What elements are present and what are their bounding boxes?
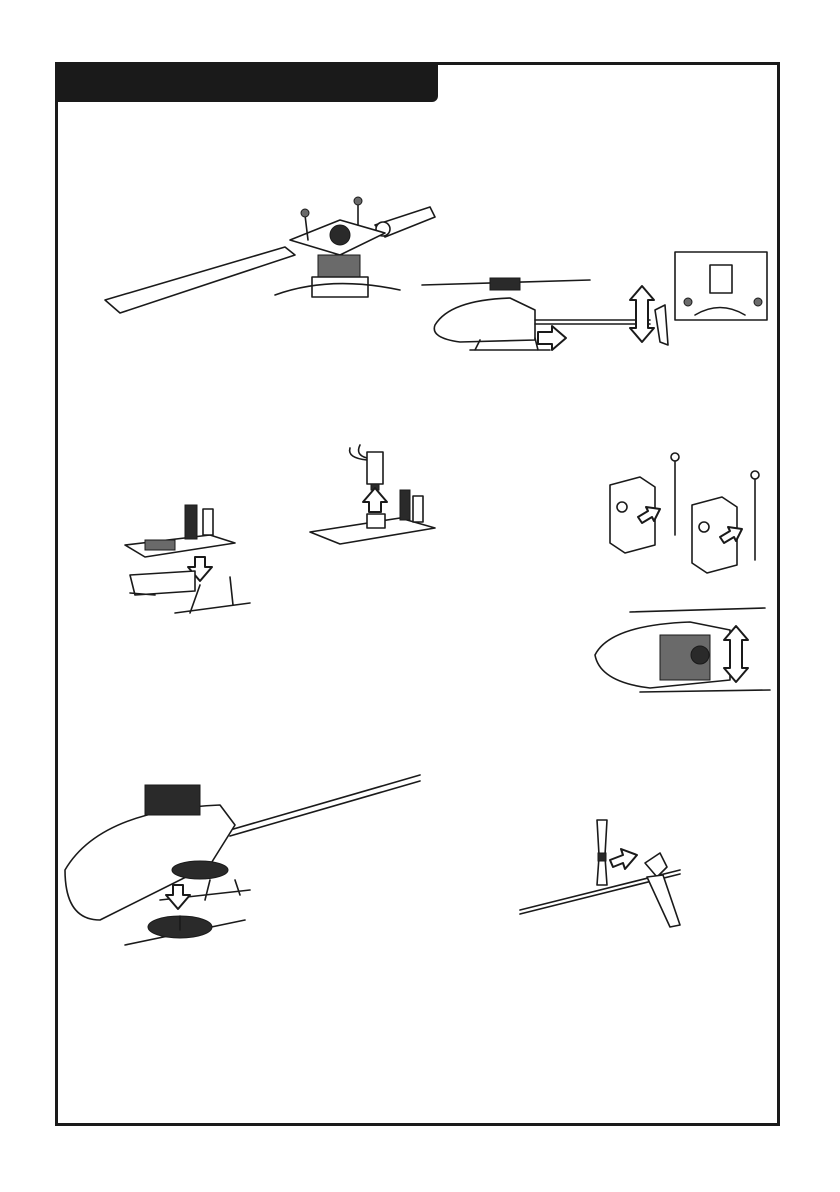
gear-icon xyxy=(172,861,228,879)
figure-tail-rotor xyxy=(515,815,685,930)
blade-icon xyxy=(105,247,295,313)
canopy-icon xyxy=(595,608,770,692)
arrow-right-icon xyxy=(538,326,566,350)
figure-canopy-swash-servos xyxy=(590,600,775,700)
motor-icon xyxy=(350,445,383,490)
tail-blade-icon xyxy=(597,820,607,885)
rotor-head-icon xyxy=(275,220,400,297)
arrow-up-icon xyxy=(363,488,387,512)
screw-icon xyxy=(354,197,362,225)
section-header-bar xyxy=(55,62,438,102)
arrow-updown-icon xyxy=(630,286,654,342)
gear-icon xyxy=(148,916,212,938)
skid-icon xyxy=(130,571,250,613)
arrow-right-icon xyxy=(610,849,637,869)
figure-tail-boom-alignment xyxy=(420,250,775,360)
arrow-down-icon xyxy=(166,885,190,909)
helicopter-icon xyxy=(422,278,650,350)
frame-board-icon xyxy=(125,505,235,557)
tail-fin-icon xyxy=(655,305,668,345)
pushrod-icon xyxy=(751,471,759,560)
helicopter-icon xyxy=(65,775,420,945)
figure-servos xyxy=(600,445,775,580)
inset-detail-icon xyxy=(675,252,767,320)
figure-main-motor xyxy=(305,440,445,550)
figure-landing-gear-frame xyxy=(115,495,255,625)
pushrod-icon xyxy=(671,453,679,535)
figure-main-gear xyxy=(60,770,425,955)
figure-main-rotor-blades xyxy=(100,195,440,320)
